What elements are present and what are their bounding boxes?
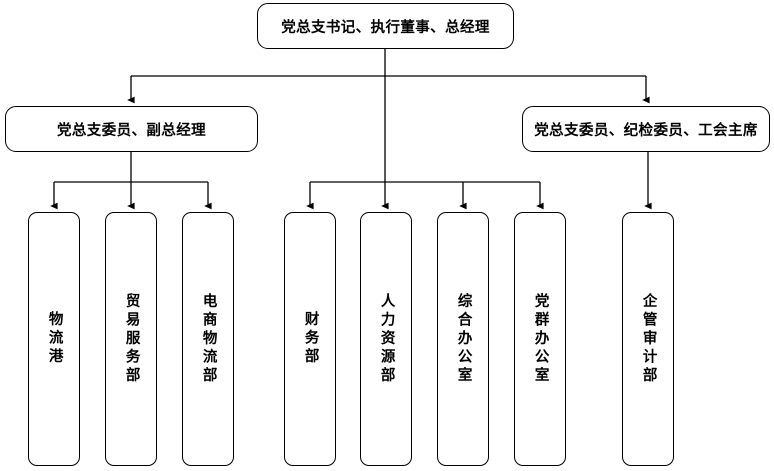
- node-left-deputy-label: 党总支委员、副总经理: [57, 122, 206, 139]
- node-top-leader-label: 党总支书记、执行董事、总经理: [281, 19, 490, 36]
- node-right-deputy-label: 党总支委员、纪检委员、工会主席: [534, 122, 758, 139]
- node-left-deputy[interactable]: 党总支委员、副总经理: [5, 106, 258, 152]
- node-department-label: 物流港: [46, 311, 63, 367]
- node-department-label: 企管审计部: [640, 292, 657, 386]
- node-department[interactable]: 综合办公室: [437, 212, 489, 466]
- node-department[interactable]: 财务部: [284, 212, 336, 466]
- node-department[interactable]: 电商物流部: [182, 212, 234, 466]
- node-department-label: 综合办公室: [455, 292, 472, 386]
- node-department-label: 人力资源部: [378, 292, 395, 386]
- node-department-label: 财务部: [302, 311, 319, 367]
- node-top-leader[interactable]: 党总支书记、执行董事、总经理: [257, 3, 514, 49]
- node-department[interactable]: 物流港: [28, 212, 80, 466]
- node-department[interactable]: 人力资源部: [360, 212, 412, 466]
- node-department-label: 党群办公室: [532, 292, 549, 386]
- node-right-deputy[interactable]: 党总支委员、纪检委员、工会主席: [522, 106, 770, 152]
- node-department[interactable]: 贸易服务部: [105, 212, 157, 466]
- node-department-label: 电商物流部: [200, 292, 217, 386]
- node-department[interactable]: 企管审计部: [622, 212, 674, 466]
- node-department-label: 贸易服务部: [123, 292, 140, 386]
- node-department[interactable]: 党群办公室: [514, 212, 566, 466]
